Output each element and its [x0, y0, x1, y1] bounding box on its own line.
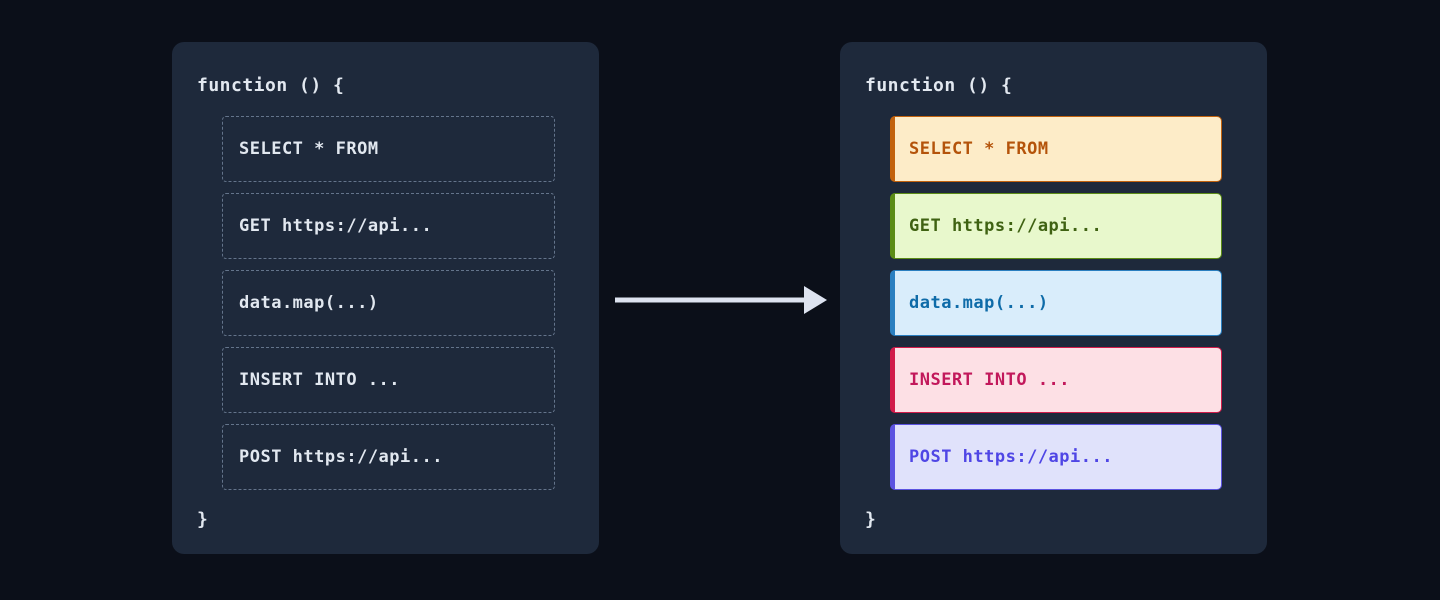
function-close-brace: } — [197, 509, 209, 530]
classified-row-label: GET https://api... — [909, 216, 1103, 236]
unclassified-row[interactable]: SELECT * FROM — [222, 116, 555, 182]
unclassified-row[interactable]: data.map(...) — [222, 270, 555, 336]
function-open-brace: function () { — [197, 75, 345, 96]
classified-row[interactable]: data.map(...) — [890, 270, 1222, 336]
classified-row-label: SELECT * FROM — [909, 139, 1049, 159]
unclassified-row-label: SELECT * FROM — [239, 139, 379, 159]
unclassified-row[interactable]: INSERT INTO ... — [222, 347, 555, 413]
unclassified-row-list: SELECT * FROM GET https://api... data.map(… — [222, 116, 555, 501]
transform-arrow — [614, 283, 828, 317]
classified-row-label: POST https://api... — [909, 447, 1113, 467]
unclassified-code-panel: function () { SELECT * FROM GET https://a… — [172, 42, 599, 554]
classified-row-label: INSERT INTO ... — [909, 370, 1071, 390]
unclassified-row-label: POST https://api... — [239, 447, 443, 467]
function-close-brace: } — [865, 509, 877, 530]
unclassified-row[interactable]: POST https://api... — [222, 424, 555, 490]
unclassified-row-label: data.map(...) — [239, 293, 379, 313]
classified-row-label: data.map(...) — [909, 293, 1049, 313]
classified-row-list: SELECT * FROM GET https://api... data.map(… — [890, 116, 1222, 501]
function-open-brace: function () { — [865, 75, 1013, 96]
unclassified-row[interactable]: GET https://api... — [222, 193, 555, 259]
classified-row[interactable]: INSERT INTO ... — [890, 347, 1222, 413]
unclassified-row-label: GET https://api... — [239, 216, 433, 236]
classified-row[interactable]: POST https://api... — [890, 424, 1222, 490]
classified-row[interactable]: SELECT * FROM — [890, 116, 1222, 182]
classified-row[interactable]: GET https://api... — [890, 193, 1222, 259]
unclassified-row-label: INSERT INTO ... — [239, 370, 401, 390]
classified-code-panel: function () { SELECT * FROM GET https://a… — [840, 42, 1267, 554]
arrow-icon — [615, 286, 827, 314]
